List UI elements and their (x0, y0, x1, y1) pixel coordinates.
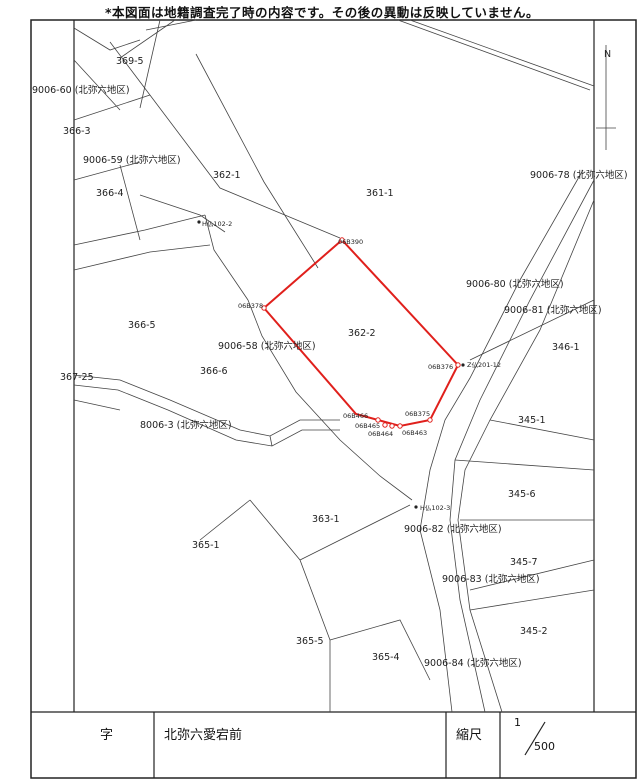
parcel-label: 345-1 (518, 415, 546, 426)
parcel-label: 369-5 (116, 56, 144, 67)
parcel-label: 361-1 (366, 188, 394, 199)
point-label: 06B378 (238, 302, 263, 310)
parcel-label: 9006-58 (北弥六地区) (218, 340, 316, 352)
point-label: H仏102-2 (202, 220, 232, 228)
parcel-label: 362-2 (348, 328, 376, 339)
parcel-label: 362-1 (213, 170, 241, 181)
control-points (197, 220, 465, 509)
parcel-label: 9006-81 (北弥六地区) (504, 304, 602, 316)
parcel-label: 9006-59 (北弥六地区) (83, 154, 181, 166)
scale-denominator: 500 (534, 740, 555, 753)
parcel-label: 363-1 (312, 514, 340, 525)
title-block (153, 712, 546, 778)
parcel-label: 345-7 (510, 557, 538, 568)
point-label: 06B465 (355, 422, 380, 430)
notice-text: *本図面は地籍調査完了時の内容です。その後の異動は反映していません。 (104, 5, 540, 20)
point-label: 06B390 (338, 238, 363, 246)
parcel-label: 365-1 (192, 540, 220, 551)
parcel-label: 9006-84 (北弥六地区) (424, 657, 522, 669)
parcel-label: 367-25 (60, 372, 94, 383)
point-label: 06B375 (405, 410, 430, 418)
point-label: 06B376 (428, 363, 453, 371)
parcel-label: 9006-78 (北弥六地区) (530, 169, 628, 181)
parcel-label: 346-1 (552, 342, 580, 353)
parcel-label: 9006-80 (北弥六地区) (466, 278, 564, 290)
parcel-label: 9006-60 (北弥六地区) (32, 84, 130, 96)
point-label: Z仏201-12 (467, 361, 501, 369)
point-label: 06B464 (368, 430, 393, 438)
map-frame (30, 19, 637, 779)
aza-value: 北弥六愛宕前 (164, 728, 243, 743)
parcel-label: 9006-83 (北弥六地区) (442, 573, 540, 585)
north-label: N (604, 49, 611, 60)
parcel-label: 366-4 (96, 188, 124, 199)
parcel-label: 345-6 (508, 489, 536, 500)
point-markers (261, 237, 461, 429)
parcel-label: 8006-3 (北弥六地区) (140, 419, 232, 431)
aza-label: 字 (100, 728, 114, 743)
parcel-label: 366-5 (128, 320, 156, 331)
parcel-label: 9006-82 (北弥六地区) (404, 523, 502, 535)
point-label: H仏102-3 (420, 504, 450, 512)
point-label: 06B463 (402, 429, 427, 437)
parcel-label: 365-5 (296, 636, 324, 647)
scale-label: 縮尺 (456, 728, 483, 743)
parcel-label: 366-6 (200, 366, 228, 377)
parcel-label: 365-4 (372, 652, 400, 663)
north-arrow-icon (596, 45, 616, 150)
parcel-label: 345-2 (520, 626, 548, 637)
parcel-label: 366-3 (63, 126, 91, 137)
parcel-lines (73, 19, 595, 713)
scale-numerator: 1 (514, 716, 521, 729)
point-label: 06B466 (343, 412, 368, 420)
